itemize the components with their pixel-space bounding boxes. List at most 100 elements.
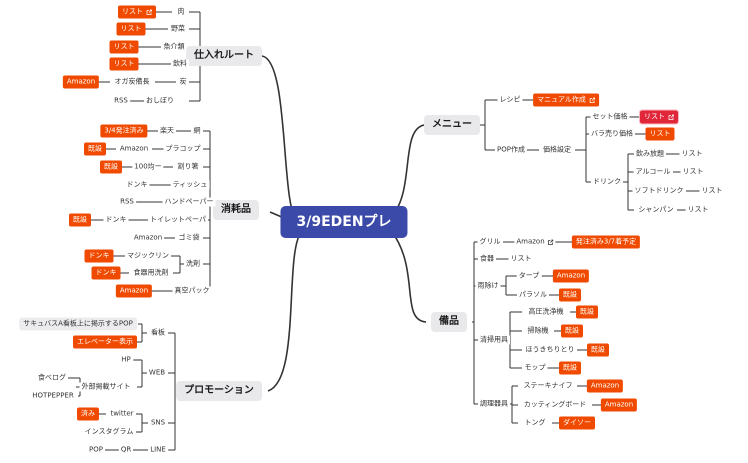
supply-meat[interactable]: 肉: [175, 7, 187, 17]
promo-sign2[interactable]: エレベーター表示: [73, 335, 137, 349]
equip-cooking[interactable]: 調理器具: [478, 399, 510, 409]
equip-tableware-val[interactable]: リスト: [508, 254, 534, 264]
cons-platecup-tag[interactable]: 既設: [84, 142, 106, 156]
equip-grill[interactable]: グリル: [477, 237, 503, 247]
equip-parasol-tag[interactable]: 既設: [559, 288, 581, 302]
promo-twitter-tag[interactable]: 済み: [77, 407, 99, 421]
equip-washer-tag[interactable]: 既設: [576, 305, 598, 319]
cons-tissue-src[interactable]: ドンキ: [124, 180, 150, 190]
cons-trash-src[interactable]: Amazon: [131, 233, 165, 243]
menu-champagne-list[interactable]: リスト: [685, 205, 711, 215]
menu-recipe[interactable]: レシピ: [497, 95, 523, 105]
equip-steakknife[interactable]: ステーキナイフ: [521, 381, 575, 391]
promo-signboard[interactable]: 看板: [149, 328, 167, 338]
supply-meat-tag[interactable]: リスト: [118, 5, 156, 19]
promo-hotpepper[interactable]: HOTPEPPER: [30, 391, 76, 401]
equip-tarp-tag[interactable]: Amazon: [552, 269, 590, 283]
cons-handpaper[interactable]: ハンドペーパー: [162, 197, 216, 207]
equip-broom-tag[interactable]: 既設: [587, 343, 609, 357]
cons-platecup[interactable]: プラコップ: [163, 144, 203, 154]
supply-charcoal[interactable]: 炭: [177, 77, 189, 87]
promo-twitter[interactable]: twitter: [108, 409, 136, 419]
equip-sweeper[interactable]: 掃除機: [525, 326, 551, 336]
promo-hp[interactable]: HP: [119, 355, 133, 365]
cons-chopsticks[interactable]: 割り箸: [175, 162, 201, 172]
promo-pop[interactable]: POP: [87, 445, 105, 455]
equip-mop-tag[interactable]: 既設: [559, 361, 581, 375]
equip-broom[interactable]: ほうきちりとり: [523, 345, 577, 355]
equip-tarp[interactable]: タープ: [516, 271, 542, 281]
equip-steakknife-tag[interactable]: Amazon: [586, 379, 624, 393]
cons-toiletpaper-tag[interactable]: 既設: [69, 213, 91, 227]
menu-champagne[interactable]: シャンパン: [636, 205, 676, 215]
promo-sign1[interactable]: サキュバスA看板上に掲示するPOP: [19, 317, 137, 331]
equip-rain[interactable]: 雨除け: [475, 281, 501, 291]
menu-manual[interactable]: マニュアル作成: [533, 93, 599, 107]
cons-handpaper-src[interactable]: RSS: [118, 197, 136, 207]
cons-magiclin[interactable]: マジックリン: [125, 251, 171, 261]
menu-softdrink-list[interactable]: リスト: [699, 186, 725, 196]
cons-trash[interactable]: ゴミ袋: [176, 233, 202, 243]
menu-nomihodai-list[interactable]: リスト: [679, 149, 705, 159]
supply-charcoal-via[interactable]: オガ炭備長: [112, 77, 152, 87]
menu-softdrink[interactable]: ソフトドリンク: [632, 186, 686, 196]
supply-drink-tag[interactable]: リスト: [109, 57, 139, 71]
cons-vacuum-tag[interactable]: Amazon: [115, 284, 153, 298]
equip-cleaning[interactable]: 清掃用具: [478, 335, 510, 345]
root-topic[interactable]: 3/9EDENプレ: [280, 206, 408, 238]
equip-sweeper-tag[interactable]: 既設: [561, 324, 583, 338]
menu-alcohol[interactable]: アルコール: [633, 167, 673, 177]
equip-parasol[interactable]: パラソル: [517, 290, 549, 300]
equip-tongs-tag[interactable]: ダイソー: [559, 416, 595, 430]
supply-towel-src[interactable]: RSS: [112, 96, 130, 106]
topic-consumables[interactable]: 消耗品: [213, 200, 259, 220]
menu-alcohol-list[interactable]: リスト: [680, 167, 706, 177]
topic-supply[interactable]: 仕入れルート: [186, 46, 262, 66]
menu-bara[interactable]: バラ売り価格: [589, 129, 635, 139]
topic-promotion[interactable]: プロモーション: [176, 381, 262, 401]
menu-set[interactable]: セット価格: [590, 112, 630, 122]
supply-fish-tag[interactable]: リスト: [109, 40, 139, 54]
cons-net[interactable]: 網: [191, 126, 203, 136]
promo-web[interactable]: WEB: [146, 368, 168, 378]
supply-veg[interactable]: 野菜: [169, 24, 187, 34]
cons-toiletpaper-src[interactable]: ドンキ: [103, 215, 129, 225]
equip-board[interactable]: カッティングボード: [521, 400, 589, 410]
topic-menu[interactable]: メニュー: [424, 115, 480, 135]
menu-drink[interactable]: ドリンク: [591, 177, 623, 187]
cons-net-src[interactable]: 楽天: [158, 126, 176, 136]
cons-tissue[interactable]: ティッシュ: [170, 180, 210, 190]
supply-towel[interactable]: おしぼり: [144, 96, 176, 106]
menu-nomihodai[interactable]: 飲み放題: [634, 149, 666, 159]
cons-toiletpaper[interactable]: トイレットペーパ: [148, 215, 208, 225]
menu-set-tag[interactable]: リスト: [639, 109, 679, 125]
supply-charcoal-tag[interactable]: Amazon: [62, 75, 100, 89]
promo-instagram[interactable]: インスタグラム: [82, 427, 136, 437]
cons-dishsoap-tag[interactable]: ドンキ: [91, 266, 121, 280]
equip-tableware[interactable]: 食器: [478, 254, 496, 264]
menu-price[interactable]: 価格設定: [541, 145, 573, 155]
promo-tabelog[interactable]: 食べログ: [36, 373, 68, 383]
equip-tongs[interactable]: トング: [522, 418, 548, 428]
menu-bara-tag[interactable]: リスト: [645, 127, 675, 141]
cons-chopsticks-tag[interactable]: 既設: [100, 160, 122, 174]
supply-drink[interactable]: 飲料: [171, 59, 189, 69]
cons-magiclin-tag[interactable]: ドンキ: [84, 249, 114, 263]
promo-external[interactable]: 外部掲載サイト: [79, 382, 133, 392]
cons-net-tag[interactable]: 3/4発注済み: [100, 124, 148, 138]
cons-platecup-src[interactable]: Amazon: [117, 144, 151, 154]
supply-veg-tag[interactable]: リスト: [116, 22, 146, 36]
topic-equipment[interactable]: 備品: [431, 312, 467, 332]
equip-board-tag[interactable]: Amazon: [600, 398, 638, 412]
cons-chopsticks-src[interactable]: 100均ー: [132, 162, 164, 172]
equip-mop[interactable]: モップ: [522, 363, 548, 373]
equip-grill-src[interactable]: Amazon: [514, 237, 556, 247]
promo-line[interactable]: LINE: [148, 445, 168, 455]
cons-detergent[interactable]: 洗剤: [184, 259, 202, 269]
promo-qr[interactable]: QR: [118, 445, 134, 455]
menu-pop[interactable]: POP作成: [495, 145, 527, 155]
equip-washer[interactable]: 高圧洗浄機: [526, 307, 566, 317]
supply-fish[interactable]: 魚介類: [161, 42, 187, 52]
promo-sns[interactable]: SNS: [148, 418, 168, 428]
equip-grill-tag[interactable]: 発注済み3/7着予定: [571, 235, 641, 249]
